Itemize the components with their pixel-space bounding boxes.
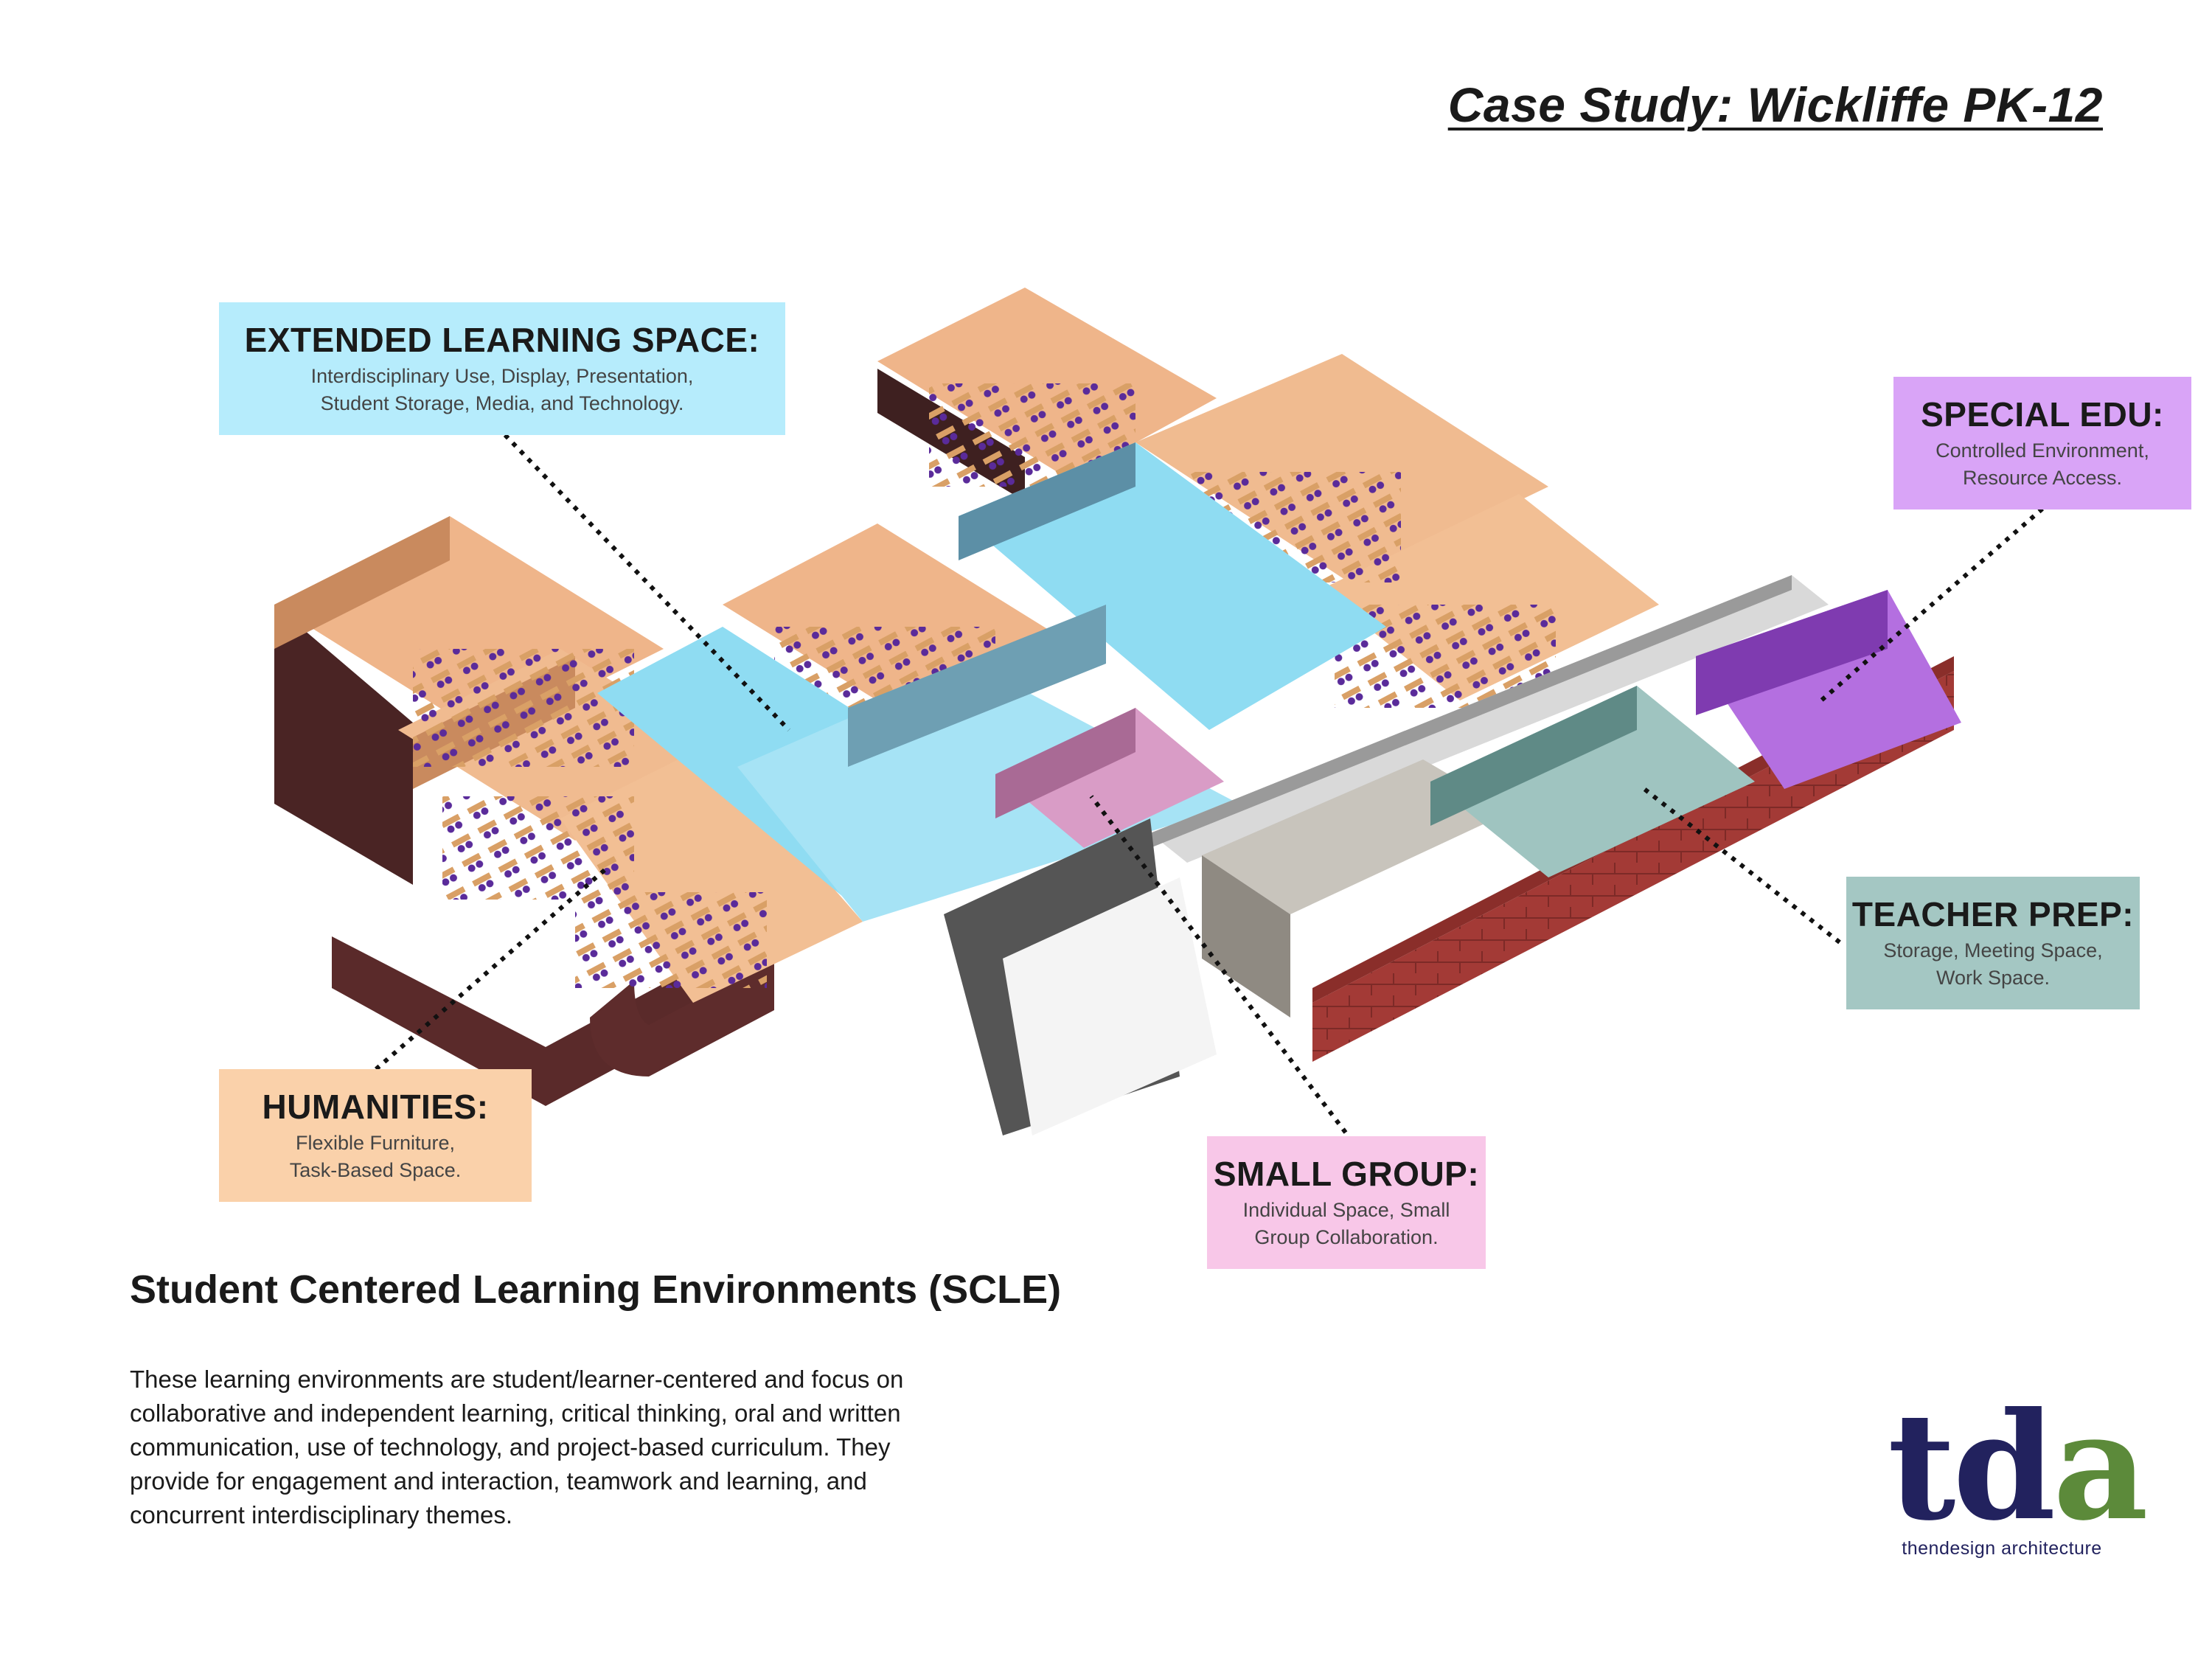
paragraph-line-1: These learning environments are student/…	[130, 1366, 904, 1393]
callout-small-group-title: SMALL GROUP:	[1213, 1155, 1480, 1193]
logo-tagline: thendesign architecture	[1902, 1538, 2102, 1559]
callout-teacher-prep-line-1: Storage, Meeting Space,	[1883, 939, 2103, 961]
callout-small-group-line-1: Individual Space, Small	[1242, 1199, 1450, 1221]
small-group-rooms	[995, 708, 1224, 848]
callout-special-edu-line-2: Resource Access.	[1962, 467, 2123, 489]
callout-humanities-title: HUMANITIES:	[262, 1088, 489, 1126]
callout-small-group-line-2: Group Collaboration.	[1254, 1226, 1439, 1248]
callout-extended-learning-title: EXTENDED LEARNING SPACE:	[244, 321, 760, 359]
paragraph-line-4: provide for engagement and interaction, …	[130, 1467, 867, 1495]
callout-special-edu-line-1: Controlled Environment,	[1935, 439, 2149, 462]
callout-extended-learning: EXTENDED LEARNING SPACE: Interdisciplina…	[219, 302, 785, 435]
callout-extended-learning-line-2: Student Storage, Media, and Technology.	[320, 392, 684, 414]
paragraph-line-5: concurrent interdisciplinary themes.	[130, 1501, 513, 1528]
callout-extended-learning-line-1: Interdisciplinary Use, Display, Presenta…	[310, 365, 694, 387]
corridor	[1150, 575, 1829, 863]
paragraph-line-3: communication, use of technology, and pr…	[130, 1433, 891, 1461]
description-paragraph: These learning environments are student/…	[130, 1363, 1044, 1532]
special-edu-room	[1696, 590, 1961, 789]
page-title: Case Study: Wickliffe PK-12	[1447, 77, 2103, 132]
extended-learning-area	[597, 442, 1386, 922]
tda-logo: tda thendesign architecture	[1888, 1380, 2149, 1559]
callout-humanities-line-2: Task-Based Space.	[289, 1159, 462, 1181]
callout-humanities-line-1: Flexible Furniture,	[295, 1132, 456, 1154]
tda-logo-mark: tda	[1888, 1380, 2149, 1554]
teacher-prep-rooms	[1430, 686, 1755, 877]
callout-teacher-prep-line-2: Work Space.	[1935, 967, 2051, 989]
paragraph-line-2: collaborative and independent learning, …	[130, 1399, 901, 1427]
restroom-block	[944, 759, 1512, 1135]
callout-teacher-prep-title: TEACHER PREP:	[1851, 895, 2135, 933]
callout-special-edu: SPECIAL EDU: Controlled Environment, Res…	[1893, 377, 2191, 509]
callout-small-group: SMALL GROUP: Individual Space, Small Gro…	[1207, 1136, 1486, 1269]
section-heading: Student Centered Learning Environments (…	[130, 1267, 1062, 1312]
callout-humanities: HUMANITIES: Flexible Furniture, Task-Bas…	[219, 1069, 532, 1202]
callout-teacher-prep: TEACHER PREP: Storage, Meeting Space, Wo…	[1846, 877, 2140, 1009]
callout-special-edu-title: SPECIAL EDU:	[1921, 395, 2164, 434]
leader-lines	[375, 433, 2044, 1134]
